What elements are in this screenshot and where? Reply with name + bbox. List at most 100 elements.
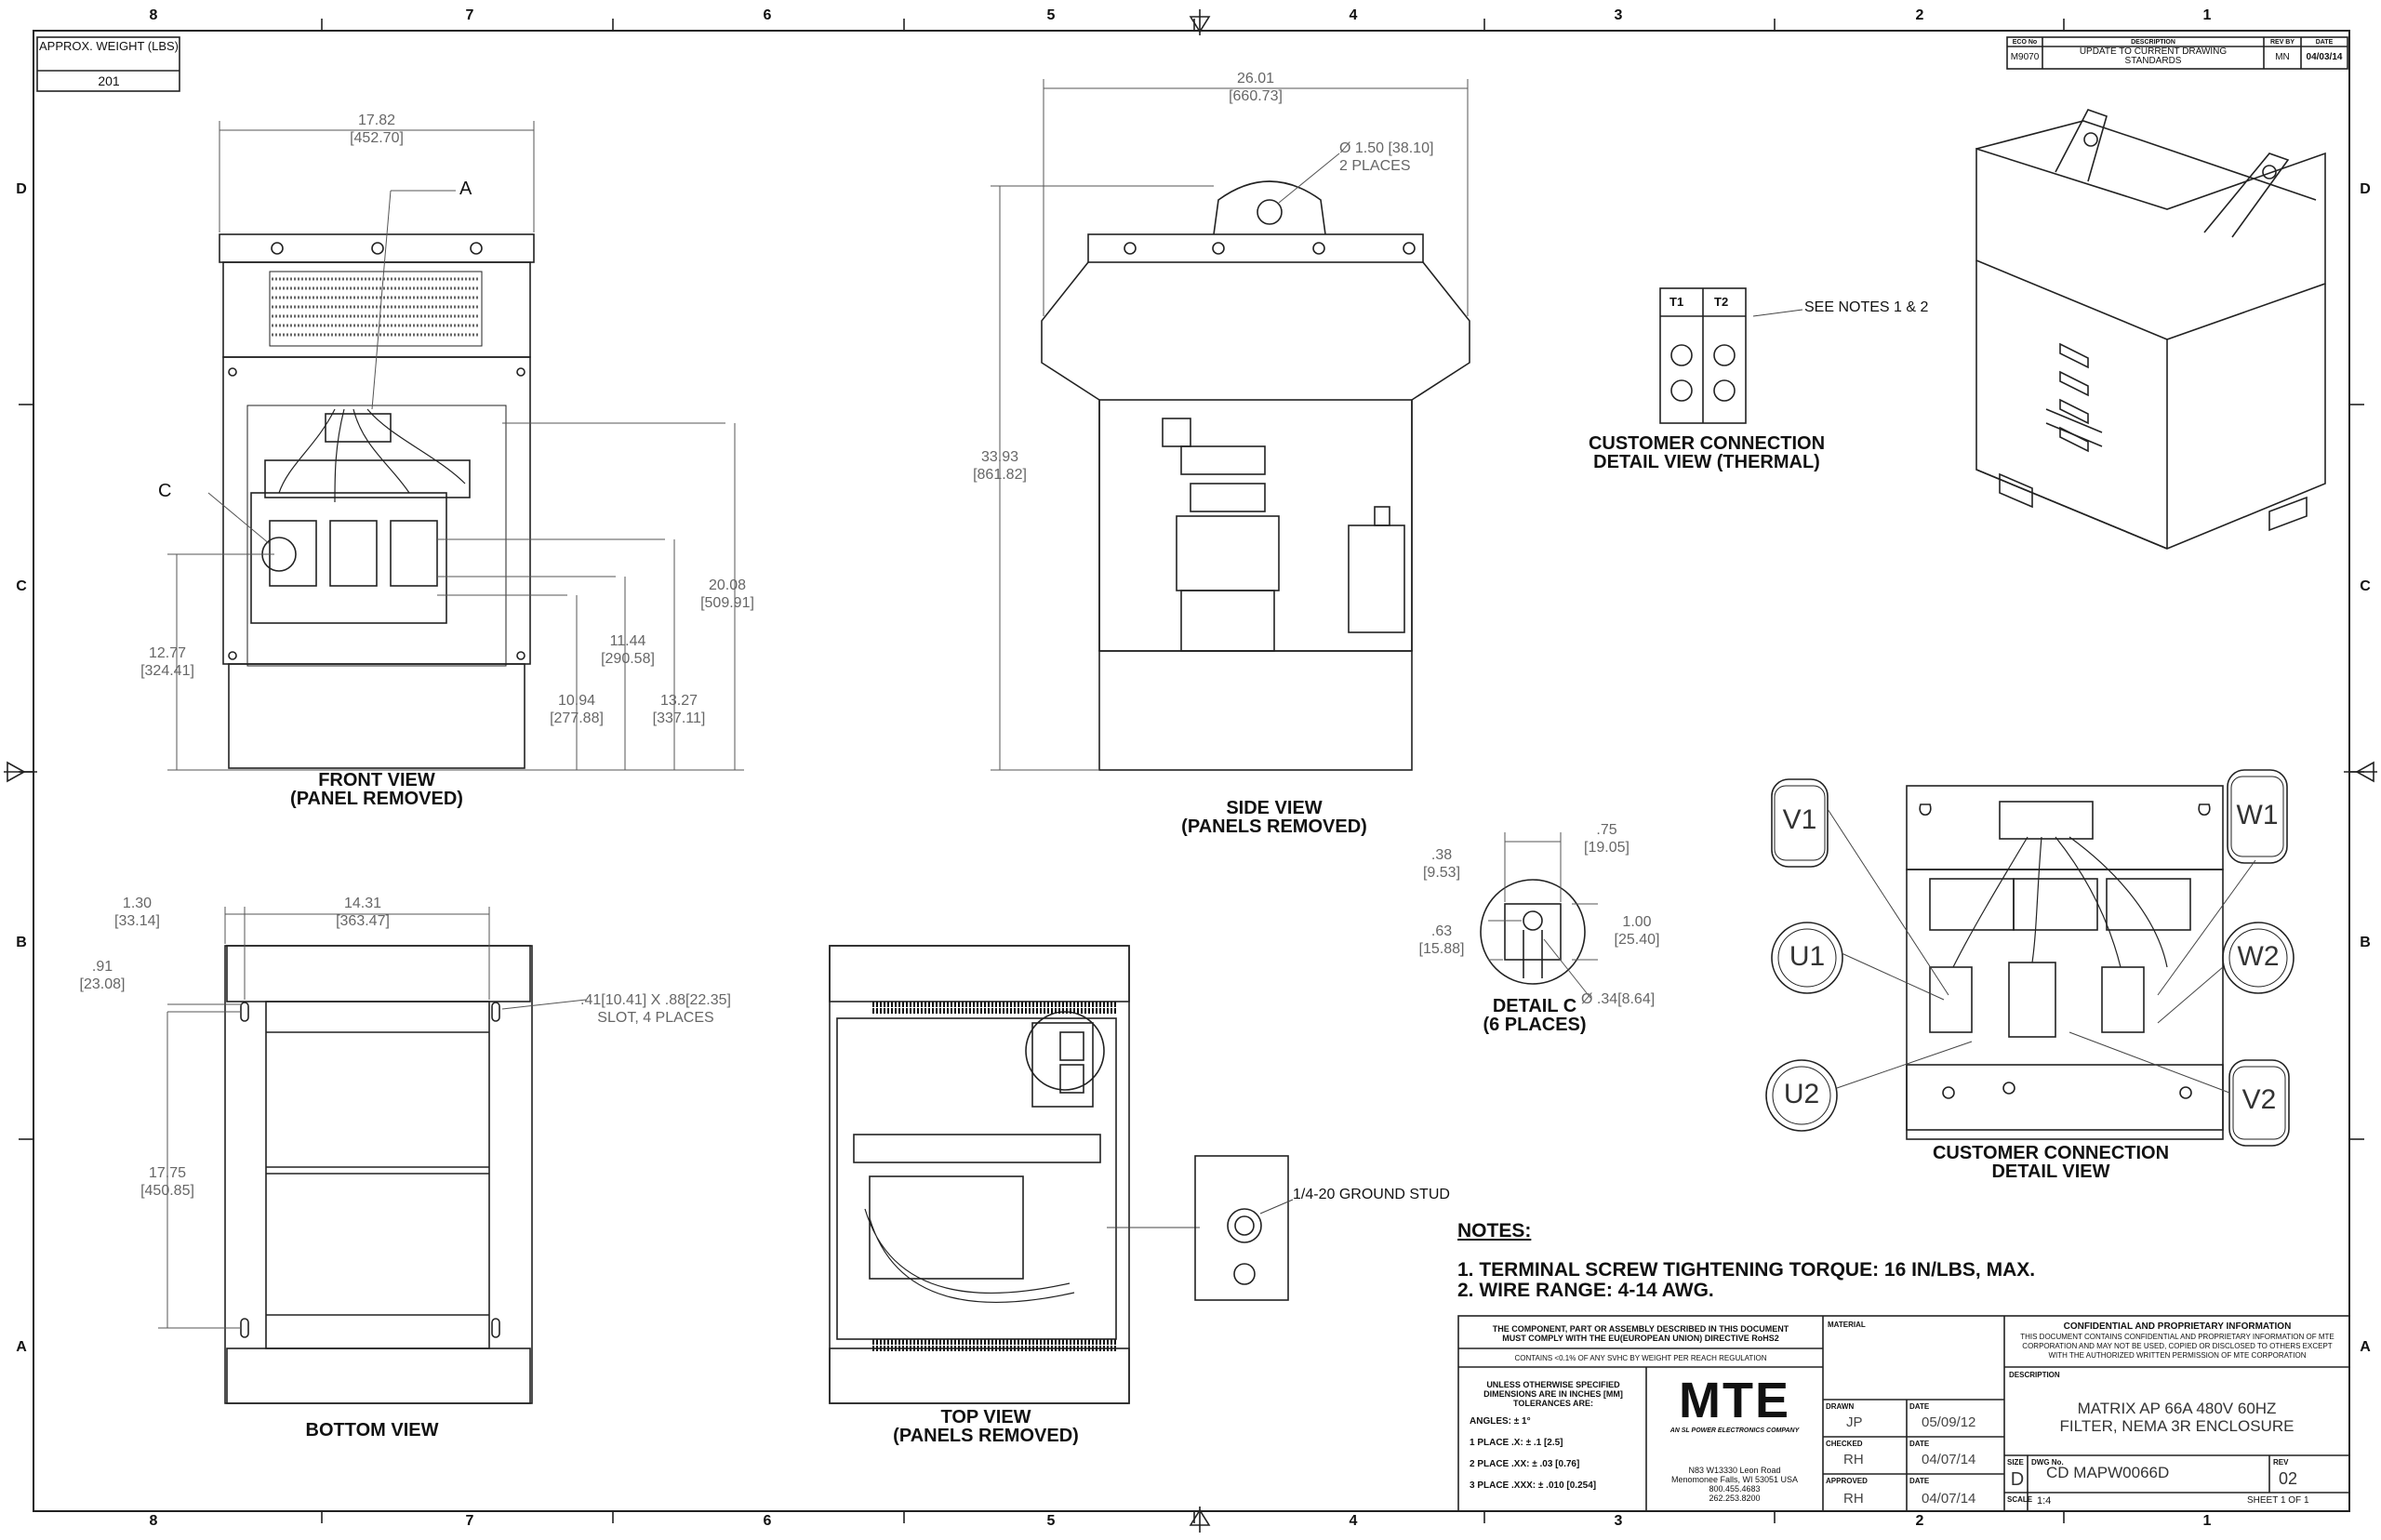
- description-line-2: FILTER, NEMA 3R ENCLOSURE: [2059, 1417, 2295, 1435]
- terminal-u1-callout: U1: [1789, 941, 1826, 972]
- size-label: SIZE: [2007, 1458, 2024, 1467]
- rev-header-revby: REV BY: [2269, 39, 2295, 46]
- zone-col-5-top: 5: [1046, 7, 1056, 23]
- zone-col-6-bottom: 6: [763, 1513, 772, 1529]
- detail-c-dim-063: .63[15.88]: [1418, 923, 1465, 957]
- zone-col-1-bottom: 1: [2202, 1513, 2212, 1529]
- terminal-v2-callout: V2: [2241, 1084, 2277, 1115]
- detail-c-dim-100: 1.00[25.40]: [1614, 914, 1660, 948]
- outer-border: [33, 30, 2350, 1512]
- zone-col-8-top: 8: [149, 7, 158, 23]
- drawn-date-label: DATE: [1909, 1402, 1930, 1411]
- zone-row-b-right: B: [2360, 935, 2371, 950]
- bottom-dim-1431: 14.31[363.47]: [336, 896, 390, 929]
- detail-c-dim-075: .75[19.05]: [1584, 822, 1629, 856]
- rev-header-date: DATE: [2315, 39, 2334, 46]
- iso-view-drawing: [1975, 109, 2326, 550]
- tolerance-line-1: UNLESS OTHERWISE SPECIFIED: [1486, 1380, 1620, 1389]
- tolerance-angles: ANGLES: ± 1°: [1470, 1416, 1531, 1427]
- mte-logo-sub: AN SL POWER ELECTRONICS COMPANY: [1669, 1427, 1800, 1434]
- zone-col-4-bottom: 4: [1349, 1513, 1358, 1529]
- front-dim-13-27: 13.27[337.11]: [652, 693, 706, 726]
- notes-title: NOTES:: [1457, 1220, 1532, 1241]
- rohs-line-2: MUST COMPLY WITH THE EU(EUROPEAN UNION) …: [1502, 1334, 1779, 1343]
- see-notes-callout: SEE NOTES 1 & 2: [1804, 299, 1929, 315]
- side-view-drawing: [991, 79, 1470, 771]
- terminal-u2-callout: U2: [1783, 1079, 1820, 1109]
- rev-header-description: DESCRIPTION: [2131, 39, 2175, 46]
- front-view-drawing: [167, 121, 744, 771]
- zone-col-3-top: 3: [1614, 7, 1623, 23]
- zone-col-8-bottom: 8: [149, 1513, 158, 1529]
- bottom-view-drawing: [158, 907, 587, 1404]
- terminal-t2-label: T2: [1714, 295, 1729, 309]
- zone-col-3-bottom: 3: [1614, 1513, 1623, 1529]
- drawn-label: DRAWN: [1826, 1402, 1855, 1411]
- approved-date-label: DATE: [1909, 1477, 1930, 1485]
- front-dim-12-77: 12.77[324.41]: [140, 645, 194, 679]
- tolerance-line-2: DIMENSIONS ARE IN INCHES [MM]: [1483, 1389, 1623, 1399]
- detail-c-title: DETAIL C(6 PLACES): [1483, 996, 1587, 1035]
- phone-2: 262.253.8200: [1709, 1494, 1761, 1503]
- ground-stud-callout: 1/4-20 GROUND STUD: [1293, 1187, 1450, 1202]
- zone-row-d-left: D: [16, 181, 27, 197]
- terminal-w2-callout: W2: [2237, 941, 2280, 972]
- rev-date: 04/03/14: [2306, 52, 2343, 62]
- zone-row-c-left: C: [16, 578, 27, 594]
- checked-date: 04/07/14: [1922, 1452, 1976, 1467]
- description-line-1: MATRIX AP 66A 480V 60HZ: [2077, 1400, 2277, 1417]
- tolerance-1-place: 1 PLACE .X: ± .1 [2.5]: [1470, 1438, 1563, 1448]
- rev-label: REV: [2273, 1458, 2289, 1467]
- zone-col-2-top: 2: [1915, 7, 1924, 23]
- zone-row-a-left: A: [16, 1339, 27, 1355]
- checked-label: CHECKED: [1826, 1440, 1863, 1448]
- scale-label: SCALE: [2007, 1495, 2033, 1504]
- bottom-slot-dim: .41[10.41] X .88[22.35]SLOT, 4 PLACES: [580, 992, 731, 1026]
- top-view-title: TOP VIEW(PANELS REMOVED): [893, 1407, 1079, 1446]
- sheet-number: SHEET 1 OF 1: [2247, 1495, 2309, 1506]
- confidential-line-1: THIS DOCUMENT CONTAINS CONFIDENTIAL AND …: [2020, 1333, 2334, 1341]
- zone-row-d-right: D: [2360, 181, 2371, 197]
- callout-c: C: [158, 481, 172, 501]
- scale-value: 1:4: [2037, 1495, 2052, 1507]
- description-label: DESCRIPTION: [2009, 1371, 2060, 1379]
- address-line-1: N83 W13330 Leon Road: [1688, 1466, 1781, 1475]
- zone-col-7-bottom: 7: [465, 1513, 474, 1529]
- approved-date: 04/07/14: [1922, 1491, 1976, 1507]
- note-1: 1. TERMINAL SCREW TIGHTENING TORQUE: 16 …: [1457, 1259, 2036, 1281]
- terminal-v1-callout: V1: [1782, 804, 1817, 835]
- confidential-title: CONFIDENTIAL AND PROPRIETARY INFORMATION: [2063, 1321, 2292, 1332]
- approved-label: APPROVED: [1826, 1477, 1868, 1485]
- material-label: MATERIAL: [1828, 1321, 1866, 1329]
- rev-value: 02: [2279, 1469, 2298, 1488]
- top-view-drawing: [829, 945, 1294, 1404]
- front-dim-20-08: 20.08[509.91]: [700, 578, 754, 611]
- front-view-title: FRONT VIEW(PANEL REMOVED): [290, 770, 463, 809]
- rohs-line-1: THE COMPONENT, PART OR ASSEMBLY DESCRIBE…: [1492, 1324, 1789, 1334]
- note-2: 2. WIRE RANGE: 4-14 AWG.: [1457, 1280, 1714, 1301]
- rev-header-eco: ECO No: [2012, 39, 2038, 46]
- zone-col-5-bottom: 5: [1046, 1513, 1056, 1529]
- terminal-t1-label: T1: [1669, 295, 1684, 309]
- zone-row-c-right: C: [2360, 578, 2371, 594]
- checked-by: RH: [1843, 1452, 1864, 1467]
- checked-date-label: DATE: [1909, 1440, 1930, 1448]
- address-line-2: Menomonee Falls, WI 53051 USA: [1670, 1475, 1799, 1484]
- detail-c-drawing: [1480, 832, 1598, 999]
- weight-label: APPROX. WEIGHT (LBS): [39, 39, 180, 53]
- front-dim-10-94: 10.94[277.88]: [550, 693, 604, 726]
- tolerance-2-place: 2 PLACE .XX: ± .03 [0.76]: [1470, 1459, 1580, 1469]
- dwg-no-label: DWG No.: [2031, 1458, 2064, 1467]
- approved-by: RH: [1843, 1491, 1864, 1507]
- front-width-dim: 17.82[452.70]: [350, 113, 404, 146]
- bottom-dim-1775: 17.75[450.85]: [140, 1165, 194, 1199]
- thermal-terminal-drawing: [1659, 287, 1803, 424]
- weight-value: 201: [98, 73, 120, 88]
- title-block-lines: [1457, 1315, 2350, 1512]
- drawn-date: 05/09/12: [1922, 1414, 1976, 1430]
- detail-c-dim-hole: Ø .34[8.64]: [1581, 991, 1656, 1007]
